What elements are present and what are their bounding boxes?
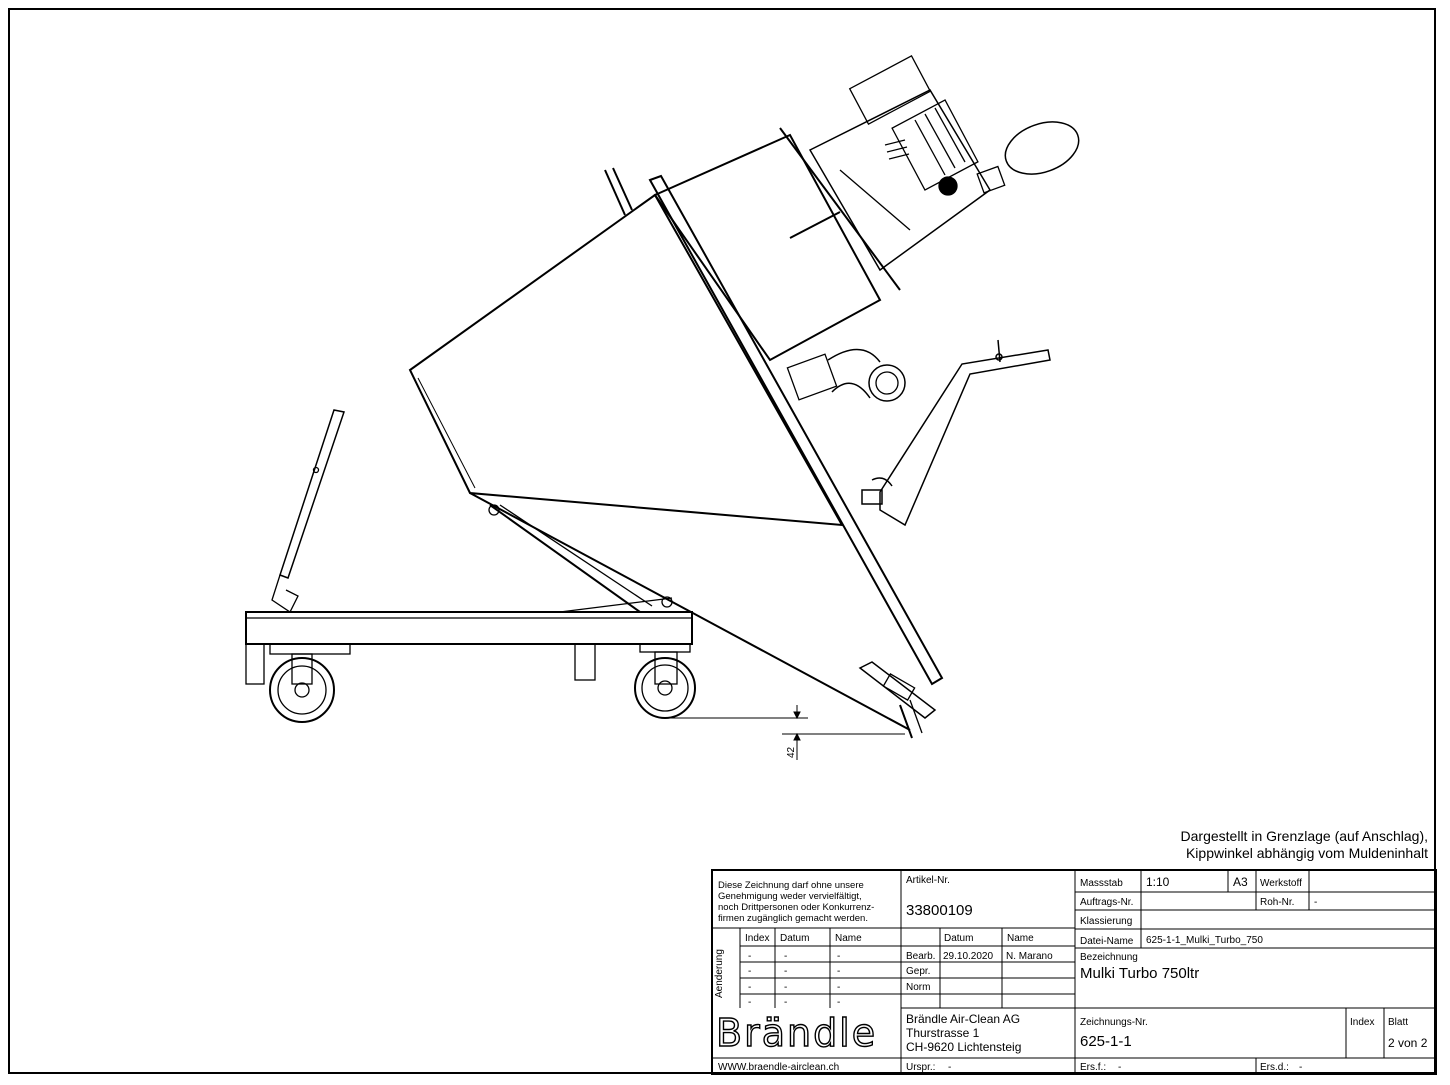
rev-cell: - [784, 997, 788, 1008]
rev-cell: - [784, 966, 788, 977]
ersf-value: - [1118, 1062, 1122, 1073]
rev-cell: - [837, 951, 841, 962]
revision-vertical-label: Aenderung [714, 949, 725, 998]
bezeichnung-value: Mulki Turbo 750ltr [1080, 965, 1200, 982]
disclaimer-line-2: Genehmigung weder vervielfältigt, [718, 891, 862, 902]
rev-cell: - [748, 966, 752, 977]
company-name: Brändle Air-Clean AG [906, 1012, 1021, 1026]
cart-base [245, 611, 693, 685]
werkstoff-label: Werkstoff [1260, 878, 1302, 889]
massstab-label: Massstab [1080, 878, 1123, 889]
zeichnungsnr-value: 625-1-1 [1080, 1033, 1132, 1050]
rev-cell: - [837, 982, 841, 993]
rev-cell: - [748, 951, 752, 962]
support-strut [469, 492, 911, 731]
bezeichnung-label: Bezeichnung [1080, 952, 1138, 963]
note-line-1: Dargestellt in Grenzlage (auf Anschlag), [1180, 828, 1428, 844]
dateiname-value: 625-1-1_Mulki_Turbo_750 [1146, 935, 1263, 946]
auftrag-label: Auftrags-Nr. [1080, 897, 1134, 908]
front-wheel [634, 651, 696, 719]
ursprung-label: Urspr.: [906, 1062, 936, 1073]
note-line-2: Kippwinkel abhängig vom Muldeninhalt [1185, 845, 1428, 861]
elbow-pipe [786, 348, 906, 402]
ersd-value: - [1299, 1062, 1303, 1073]
rev-cell: - [784, 982, 788, 993]
disclaimer-line-1: Diese Zeichnung darf ohne unsere [718, 880, 864, 891]
ersf-label: Ers.f.: [1080, 1062, 1107, 1073]
company-logo: Brändle [715, 1011, 878, 1055]
rear-wheel [269, 653, 335, 723]
rev-cell: - [837, 997, 841, 1008]
format-value: A3 [1233, 875, 1248, 889]
disclaimer-line-3: noch Drittpersonen oder Konkurrenz- [718, 902, 875, 913]
zeichnungsnr-label: Zeichnungs-Nr. [1080, 1017, 1148, 1028]
rev-cell: - [784, 951, 788, 962]
motor-unit [789, 55, 1080, 272]
blatt-label: Blatt [1388, 1017, 1409, 1028]
ursprung-value: - [948, 1062, 952, 1073]
rev-header-name: Name [835, 933, 862, 944]
company-street: Thurstrasse 1 [906, 1026, 980, 1040]
approval-name-bearb: N. Marano [1006, 951, 1053, 962]
ersd-label: Ers.d.: [1260, 1062, 1289, 1073]
company-web: WWW.braendle-airclean.ch [718, 1062, 840, 1073]
dimension-42 [660, 705, 905, 760]
klassierung-label: Klassierung [1080, 916, 1133, 927]
artikel-label: Artikel-Nr. [906, 875, 950, 886]
dateiname-label: Datei-Name [1080, 936, 1134, 947]
foot-stop [858, 661, 937, 739]
drawing-note: Dargestellt in Grenzlage (auf Anschlag),… [1130, 828, 1428, 862]
approval-datum-bearb: 29.10.2020 [943, 951, 994, 962]
disclaimer-line-4: firmen zugänglich gemacht werden. [718, 913, 868, 924]
tilt-lever [861, 339, 1051, 527]
approval-label-norm: Norm [906, 982, 931, 993]
cart-handle [271, 409, 345, 613]
rev-cell: - [748, 982, 752, 993]
approval-label-gepr: Gepr. [906, 966, 931, 977]
blatt-value: 2 von 2 [1388, 1036, 1428, 1050]
company-city: CH-9620 Lichtensteig [906, 1040, 1022, 1054]
approval-header-datum: Datum [944, 933, 974, 944]
rev-header-index: Index [745, 933, 770, 944]
rohnr-value: - [1314, 897, 1318, 908]
rev-cell: - [837, 966, 841, 977]
massstab-value: 1:10 [1146, 875, 1170, 889]
index-label: Index [1350, 1017, 1375, 1028]
rohnr-label: Roh-Nr. [1260, 897, 1295, 908]
rev-cell: - [748, 997, 752, 1008]
dimension-label: 42 [786, 746, 797, 758]
approval-label-bearb: Bearb. [906, 951, 936, 962]
rev-header-datum: Datum [780, 933, 810, 944]
title-block-grid [711, 869, 1437, 1075]
artikel-value: 33800109 [906, 902, 973, 919]
approval-header-name: Name [1007, 933, 1034, 944]
hopper-body [408, 127, 944, 686]
